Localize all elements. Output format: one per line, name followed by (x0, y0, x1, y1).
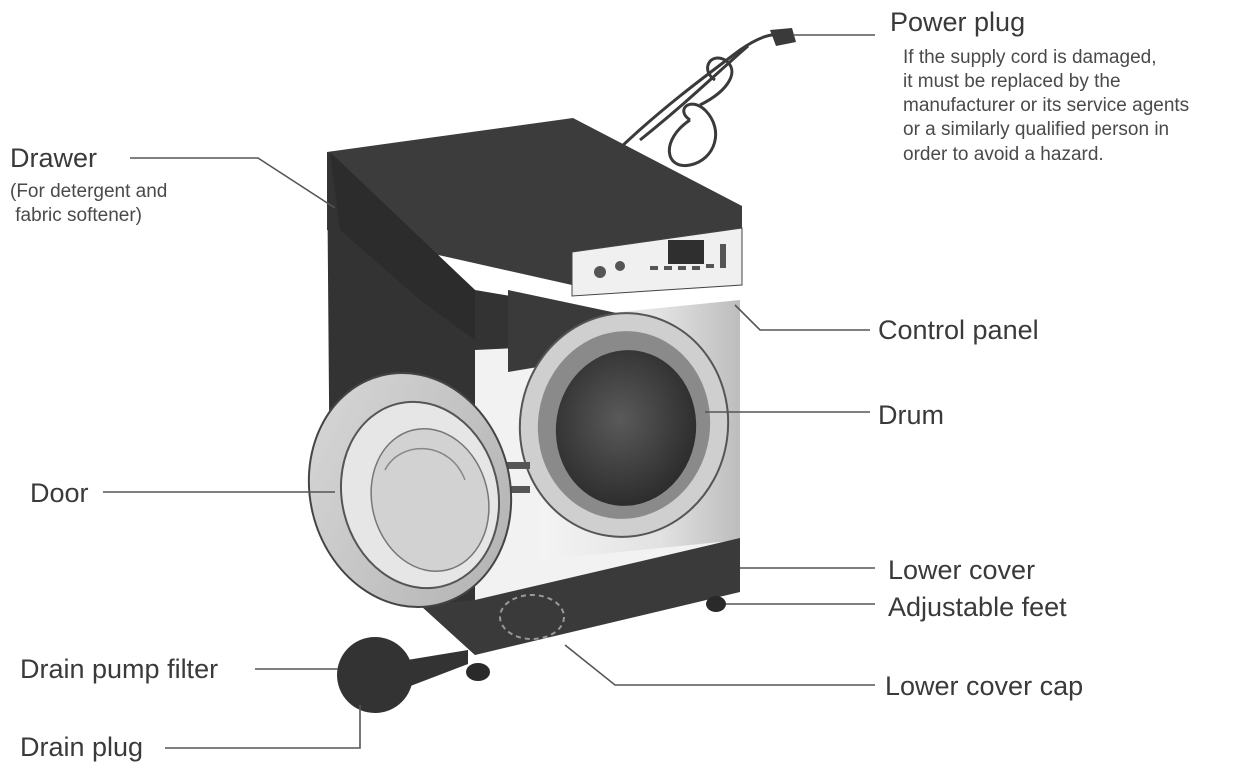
door (307, 371, 513, 609)
drawer-note-line: (For detergent and (10, 181, 168, 202)
leader-lower-cover-cap (564, 644, 875, 686)
door-hinges (500, 462, 530, 493)
label-lower-cover: Lower cover (888, 555, 1036, 585)
label-lower-cover-cap: Lower cover cap (885, 671, 1084, 701)
control-panel-display (668, 240, 704, 264)
label-door: Door (30, 478, 89, 508)
power-plug-note-line: order to avoid a hazard. (903, 143, 1104, 165)
drawer-note: (For detergent and fabric softener) (10, 180, 167, 228)
drawer-note-line: fabric softener) (10, 205, 142, 227)
leader-drawer (130, 157, 336, 209)
adjustable-foot-left (466, 663, 490, 681)
power-plug (770, 28, 796, 46)
label-drum: Drum (878, 400, 944, 430)
drum (518, 312, 730, 538)
power-plug-note-line: If the supply cord is damaged, (903, 47, 1157, 68)
power-plug-note-line: manufacturer or its service agents (903, 95, 1190, 117)
label-drawer: Drawer (10, 143, 98, 173)
lower-cover-cap (499, 594, 565, 640)
leader-drain-plug (165, 705, 361, 749)
label-control-panel: Control panel (878, 315, 1039, 345)
power-cord (618, 33, 786, 167)
leader-control-panel (734, 304, 870, 331)
drain-pump-filter (337, 637, 468, 713)
leader-lines (103, 34, 875, 749)
label-adjustable-feet: Adjustable feet (888, 592, 1067, 622)
label-drain-pump-filter: Drain pump filter (20, 654, 219, 684)
power-plug-note: If the supply cord is damaged, it must b… (903, 46, 1189, 167)
power-plug-note-line: or a similarly qualified person in (903, 119, 1170, 141)
label-drain-plug: Drain plug (20, 732, 144, 762)
adjustable-foot-right (706, 596, 726, 612)
power-plug-note-line: it must be replaced by the (903, 71, 1121, 93)
label-power-plug: Power plug (890, 7, 1026, 37)
lower-cover (420, 538, 740, 655)
cabinet-inner-left (330, 152, 475, 340)
control-panel-buttons (594, 244, 726, 278)
